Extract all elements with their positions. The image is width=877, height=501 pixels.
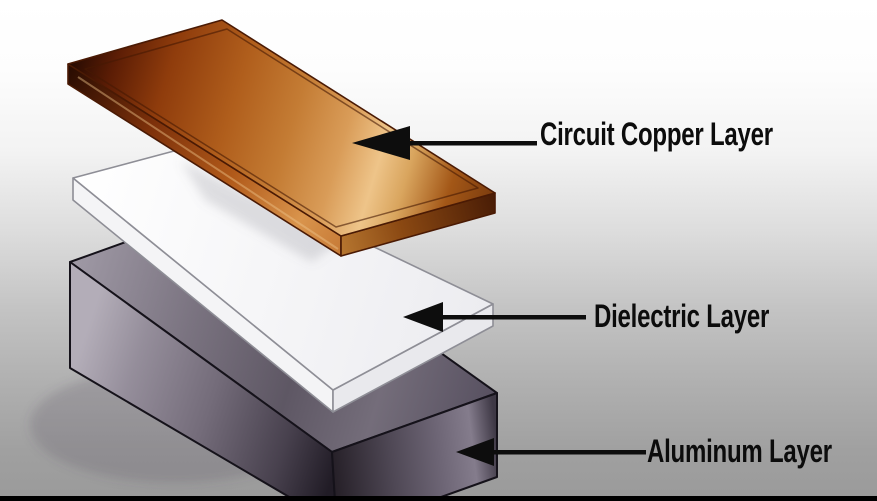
arrow-aluminum: [456, 438, 646, 466]
footer-bar: [0, 496, 877, 501]
left-arrow-icon: [352, 126, 410, 160]
arrow-dielectric: [403, 302, 586, 332]
copper-top-face: [67, 19, 496, 237]
aluminum-front-right-face: [331, 392, 498, 501]
left-arrow-icon: [403, 302, 443, 332]
copper-cast-shadow: [180, 160, 341, 262]
label-circuit-copper-layer: Circuit Copper Layer: [540, 116, 773, 152]
arrow-shaft: [438, 315, 586, 320]
left-arrow-icon: [456, 438, 494, 466]
dielectric-top-face: [72, 150, 494, 391]
arrow-shaft: [405, 141, 537, 146]
copper-bevel-line: [84, 28, 479, 228]
copper-side-highlight: [77, 76, 339, 250]
aluminum-front-left-face: [69, 261, 336, 501]
arrow-copper: [352, 126, 537, 160]
dielectric-layer-shape: [72, 150, 494, 413]
annotation-arrows: [352, 126, 646, 466]
copper-layer-shape: [67, 19, 496, 257]
arrow-shaft: [489, 450, 646, 455]
label-aluminum-layer: Aluminum Layer: [647, 433, 832, 469]
label-dielectric-layer: Dielectric Layer: [594, 298, 770, 334]
